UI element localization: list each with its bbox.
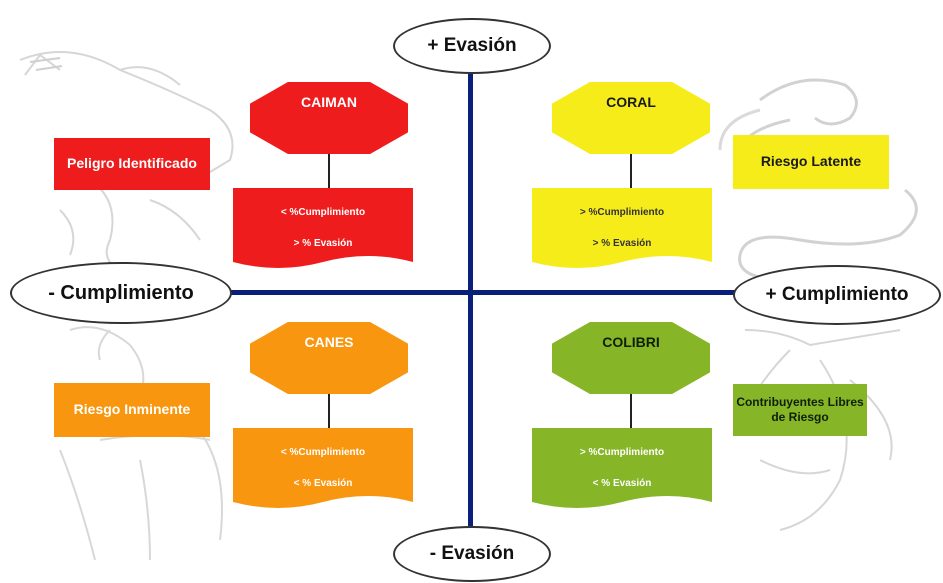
coral-risk-label: Riesgo Latente: [733, 135, 889, 189]
caiman-criteria-box: < %Cumplimiento > % Evasión: [233, 188, 413, 274]
caiman-title: CAIMAN: [250, 82, 408, 154]
coral-title: CORAL: [552, 82, 710, 154]
wave-shape: [532, 428, 712, 508]
vertical-axis: [468, 72, 473, 554]
coral-criteria-1: > %Cumplimiento: [579, 207, 665, 219]
wave-shape: [233, 428, 413, 508]
axis-label-left: - Cumplimiento: [10, 262, 232, 324]
coral-connector: [630, 154, 632, 190]
coral-criteria-2: > % Evasión: [592, 237, 652, 249]
horizontal-axis: [225, 290, 745, 295]
hummingbird-sketch: [739, 329, 901, 531]
axis-label-top: + Evasión: [393, 18, 551, 74]
canes-title: CANES: [250, 322, 408, 394]
caiman-criteria-2: > % Evasión: [293, 237, 353, 249]
canes-risk-label: Riesgo Inminente: [54, 383, 210, 437]
colibri-connector: [630, 394, 632, 430]
colibri-criteria-2: < % Evasión: [592, 477, 652, 489]
dog-sketch: [59, 326, 223, 561]
canes-connector: [328, 394, 330, 430]
axis-label-right: + Cumplimiento: [733, 265, 941, 325]
canes-criteria-2: < % Evasión: [293, 477, 353, 489]
wave-shape: [233, 188, 413, 268]
colibri-title: COLIBRI: [552, 322, 710, 394]
wave-shape: [532, 188, 712, 268]
canes-criteria-box: < %Cumplimiento < % Evasión: [233, 428, 413, 514]
caiman-connector: [328, 154, 330, 190]
caiman-criteria-1: < %Cumplimiento: [280, 207, 366, 219]
crocodile-sketch: [19, 51, 234, 271]
canes-criteria-1: < %Cumplimiento: [280, 447, 366, 459]
coral-criteria-box: > %Cumplimiento > % Evasión: [532, 188, 712, 274]
colibri-criteria-box: > %Cumplimiento < % Evasión: [532, 428, 712, 514]
colibri-risk-label: Contribuyentes Libres de Riesgo: [733, 384, 867, 436]
axis-label-bottom: - Evasión: [393, 526, 551, 582]
caiman-risk-label: Peligro Identificado: [54, 138, 210, 190]
colibri-criteria-1: > %Cumplimiento: [579, 447, 665, 459]
